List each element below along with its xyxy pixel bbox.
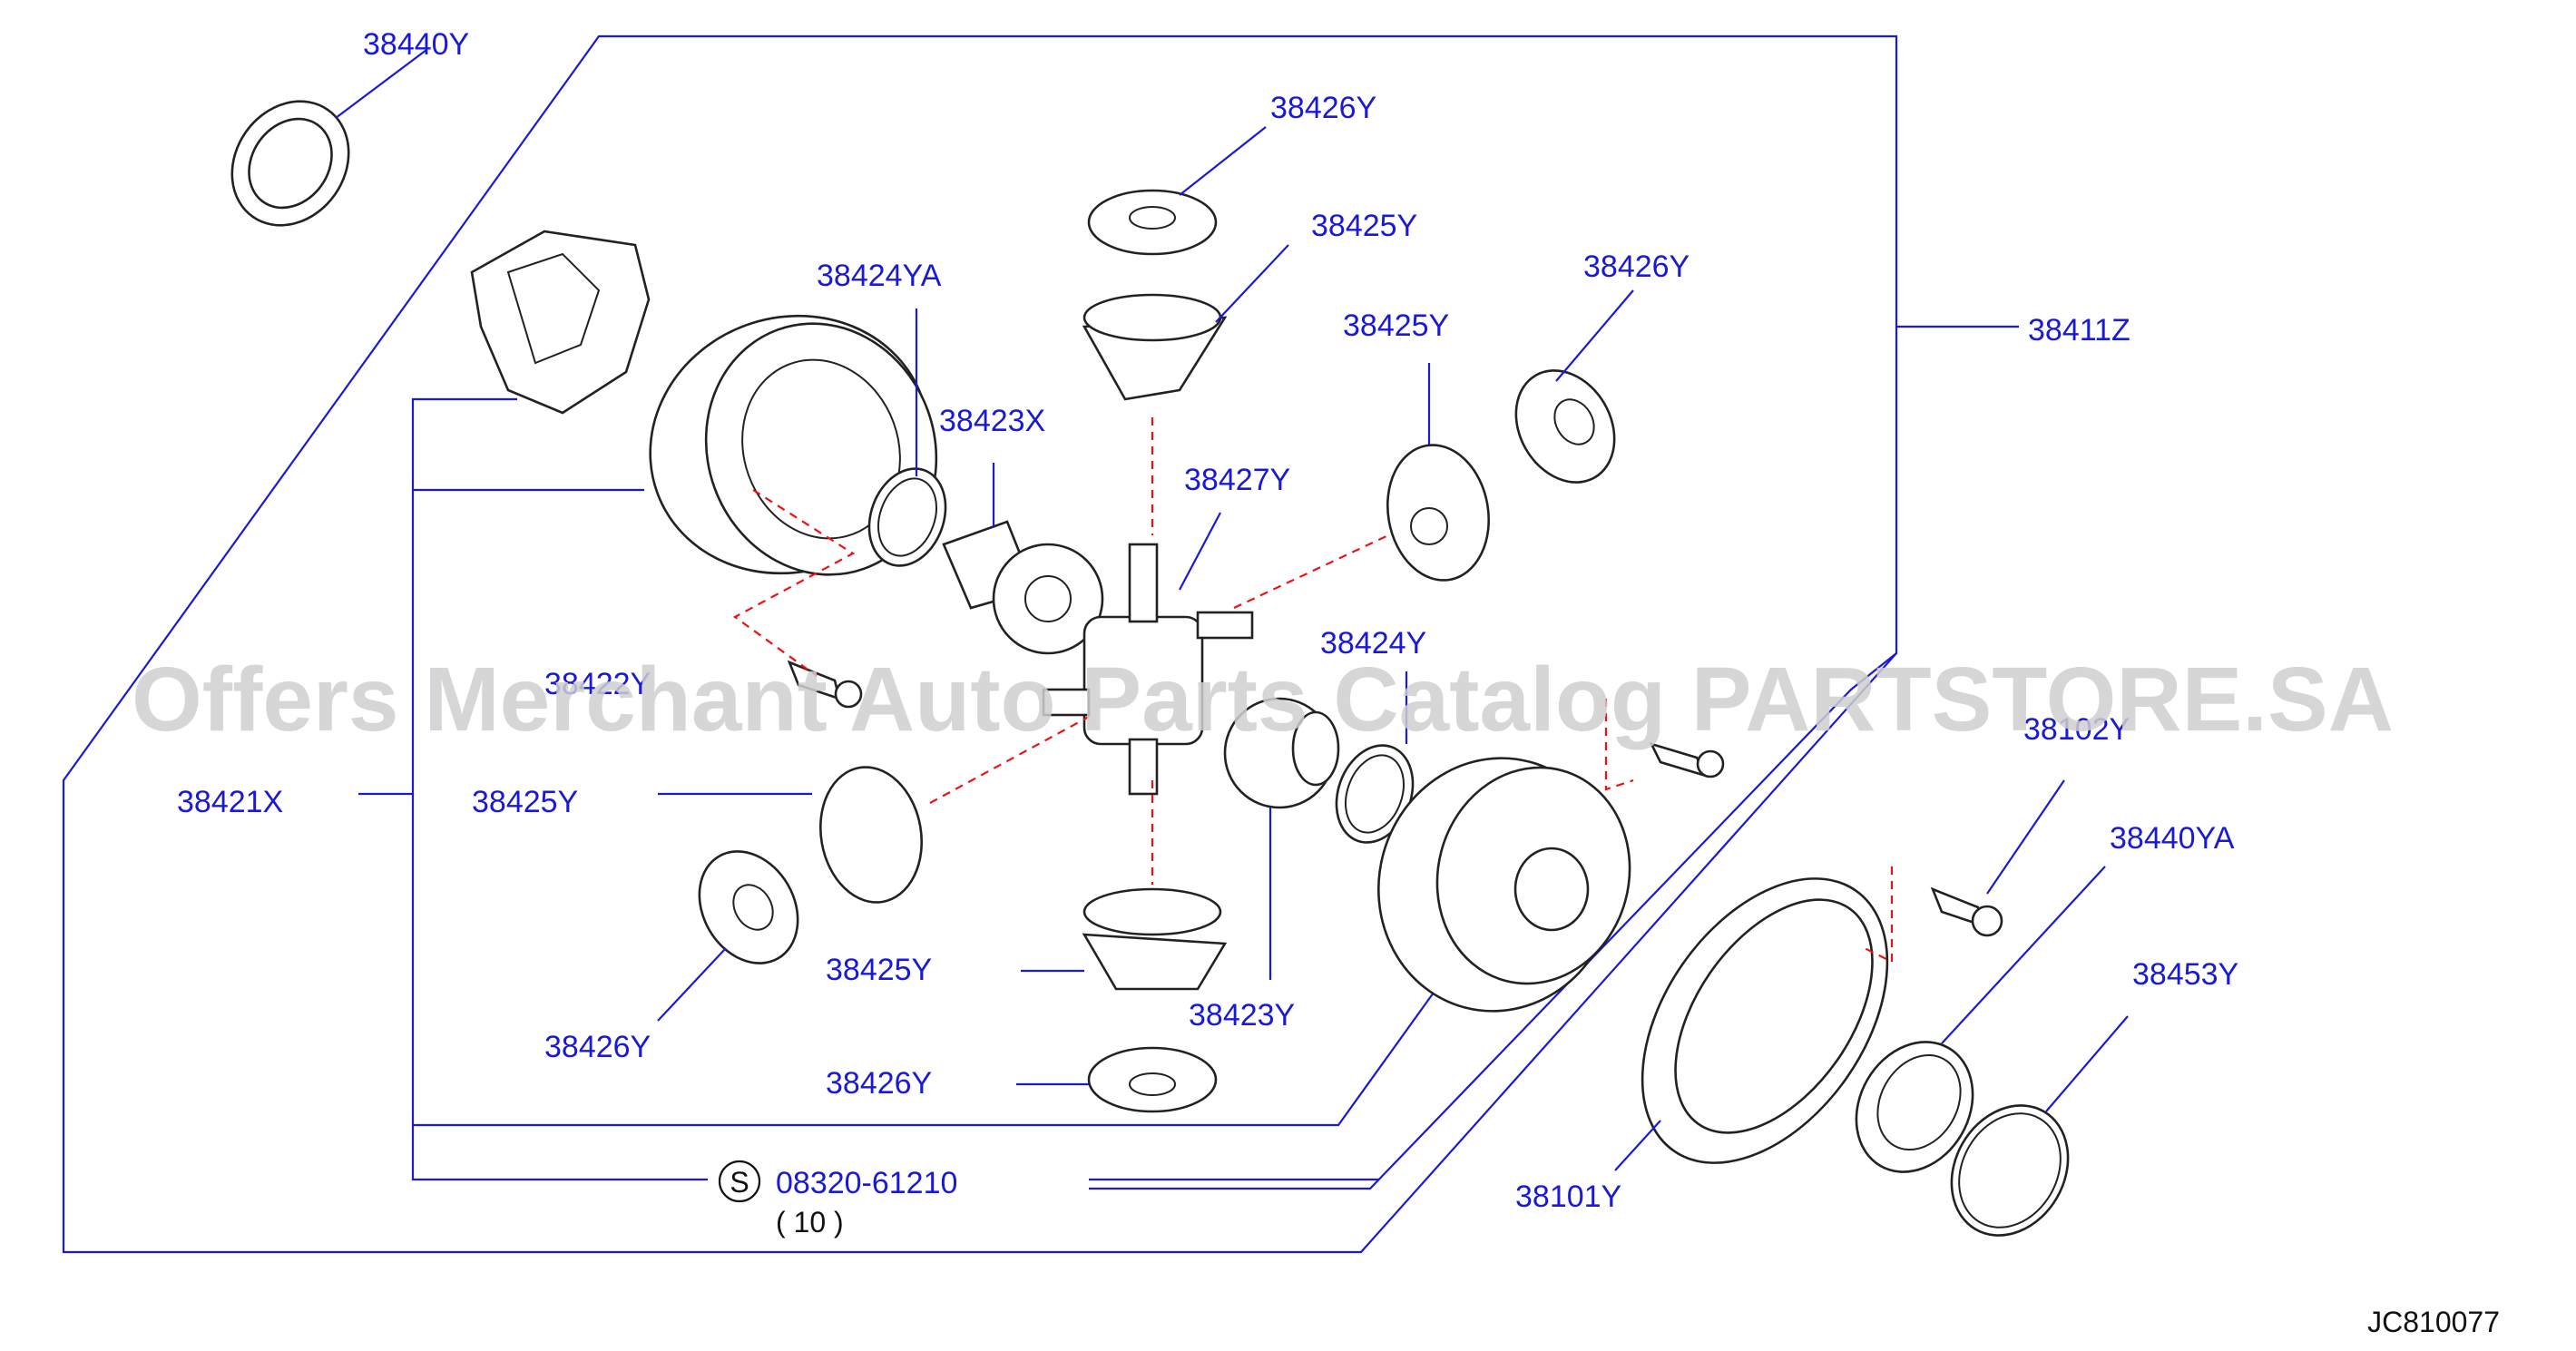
inner-outline (1089, 652, 1897, 1190)
pinion-38425Y-top (1082, 244, 1289, 401)
label-38101Y: 38101Y (1515, 1180, 1621, 1214)
label-38422Y: 38422Y (544, 667, 651, 701)
label-38421X: 38421X (177, 785, 283, 819)
standard-symbol: S (730, 1166, 749, 1199)
bearing-38440YA (1855, 866, 2106, 1173)
label-38424YA: 38424YA (817, 259, 942, 293)
bracket-38421X (358, 397, 1444, 1181)
bolt-38422Y (787, 660, 863, 709)
washer-38426Y-top (1087, 126, 1267, 256)
label-38423Y: 38423Y (1189, 998, 1295, 1033)
label-38102Y: 38102Y (2023, 712, 2130, 747)
standard-part-number: 08320-61210 (776, 1166, 957, 1200)
standard-part-callout: S 08320-61210 ( 10 ) (718, 1160, 957, 1238)
side-gear-38423X (942, 463, 1104, 655)
washer-38426Y-bottom (1016, 1046, 1218, 1113)
label-38425Y-right: 38425Y (1343, 308, 1449, 343)
label-38426Y-top: 38426Y (1270, 91, 1376, 125)
label-38424Y: 38424Y (1320, 626, 1426, 661)
diagram-code: JC810077 (2367, 1306, 2500, 1338)
washer-38426Y-right (1514, 289, 1634, 484)
washer-38424YA (867, 308, 947, 567)
label-38453Y: 38453Y (2132, 957, 2238, 992)
label-38426Y-left: 38426Y (544, 1030, 651, 1064)
label-38411Z: 38411Z (2028, 313, 2130, 348)
ring-gear-38101Y (1614, 877, 1889, 1171)
seal-38440Y (230, 49, 427, 227)
standard-part-qty: ( 10 ) (776, 1206, 844, 1238)
label-38425Y-left: 38425Y (472, 785, 578, 819)
bolt-38102Y-upper (1649, 741, 1725, 778)
label-38425Y-top: 38425Y (1311, 209, 1417, 243)
label-38423X: 38423X (939, 404, 1045, 438)
differential-case (470, 230, 938, 576)
standard-symbol-circle (718, 1160, 761, 1203)
label-38427Y: 38427Y (1184, 463, 1290, 497)
spider-38427Y (1042, 512, 1254, 796)
label-38426Y-right: 38426Y (1583, 250, 1690, 284)
washer-38426Y-left (657, 850, 799, 1022)
side-gear-38423Y (1223, 697, 1340, 980)
watermark-text: Offers Merchant Auto Parts Catalog PARTS… (132, 649, 2394, 750)
pinion-38425Y-bottom (1021, 887, 1228, 991)
pinion-38425Y-left (658, 766, 924, 904)
assembly-outline (62, 34, 1898, 1254)
label-38440Y: 38440Y (363, 27, 469, 62)
ring-38453Y (1950, 1015, 2129, 1237)
alignment-lines (732, 417, 1894, 964)
case-half-right (1377, 757, 1631, 1013)
label-38426Y-bottom: 38426Y (826, 1066, 932, 1101)
label-38440YA: 38440YA (2110, 821, 2235, 856)
bolt-38102Y (1930, 779, 2065, 937)
label-38425Y-bottom: 38425Y (826, 953, 932, 987)
pinion-38425Y-right (1386, 363, 1491, 582)
